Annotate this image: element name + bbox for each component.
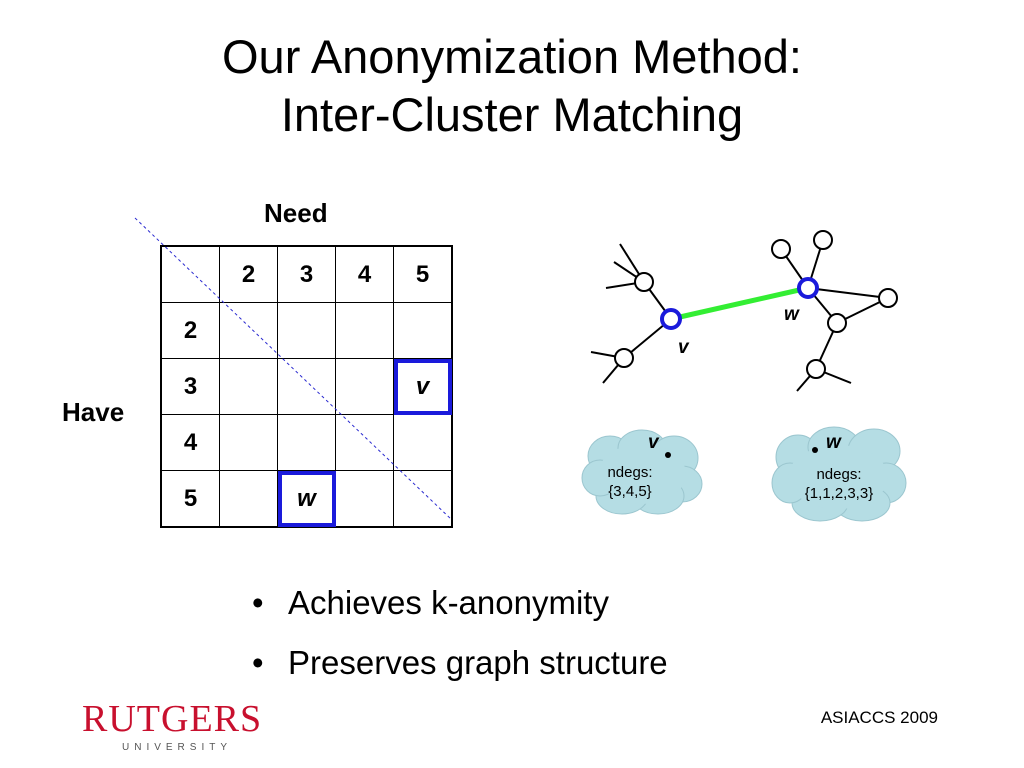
degree-matrix: 2 3 4 5 2 3 v 4 5 w	[160, 245, 453, 528]
matrix-cell	[335, 358, 394, 415]
matrix-cell	[393, 414, 453, 471]
col-header: 4	[335, 245, 394, 303]
matrix-cell	[219, 302, 278, 359]
slide-title-line1: Our Anonymization Method:	[222, 30, 802, 83]
matrix-cell	[393, 302, 453, 359]
matrix-cell	[335, 302, 394, 359]
graph-node	[634, 272, 654, 292]
matrix-row: 5 w	[160, 470, 453, 528]
cloud-w	[771, 426, 907, 522]
logo-main-text: RUTGERS	[82, 698, 263, 740]
row-header: 3	[160, 358, 220, 415]
matrix-header-row: 2 3 4 5	[160, 245, 453, 303]
matrix-cell-marked-v: v	[393, 358, 453, 415]
cloud-w-dot	[812, 447, 818, 453]
row-header: 2	[160, 302, 220, 359]
cloud-w-line1: ndegs:	[816, 466, 862, 483]
cloud-v-dot	[665, 452, 671, 458]
cloud-v	[581, 429, 703, 515]
matrix-cell	[277, 414, 336, 471]
col-header: 5	[393, 245, 453, 303]
have-axis-label: Have	[62, 397, 125, 427]
marked-cell-v: v	[393, 358, 452, 415]
matrix-cell	[219, 414, 278, 471]
matrix-cell	[277, 358, 336, 415]
matrix-row: 3 v	[160, 358, 453, 415]
matched-edge	[670, 285, 809, 322]
graph-node-v	[660, 308, 682, 330]
slide-title-line2: Inter-Cluster Matching	[280, 88, 744, 141]
bullet-item: Achieves k-anonymity	[252, 573, 668, 633]
node-w-label: w	[784, 304, 800, 325]
matrix-cell	[219, 470, 278, 528]
row-header: 5	[160, 470, 220, 528]
cloud-v-text: ndegs: {3,4,5}	[590, 463, 670, 501]
cloud-v-var: v	[648, 432, 659, 453]
matrix-cell	[335, 470, 394, 528]
need-axis-label: Need	[264, 198, 328, 228]
matrix-row: 2	[160, 302, 453, 359]
cloud-v-line1: ndegs:	[607, 464, 653, 481]
matrix-cell-marked-w: w	[277, 470, 336, 528]
matrix-cell	[277, 302, 336, 359]
graph-node	[878, 288, 898, 308]
venue-label: ASIACCS 2009	[820, 708, 938, 727]
cloud-v-line2: {3,4,5}	[608, 483, 652, 500]
marked-cell-w: w	[277, 470, 336, 527]
node-v-label: v	[678, 337, 690, 358]
col-header: 3	[277, 245, 336, 303]
logo-sub-text: UNIVERSITY	[122, 742, 233, 753]
cloud-w-var: w	[826, 432, 841, 453]
graph-diagram: v w	[590, 230, 898, 392]
matrix-cell	[219, 358, 278, 415]
graph-node	[827, 313, 847, 333]
graph-node-w	[797, 277, 819, 299]
matrix-cell	[335, 414, 394, 471]
bullet-item: Preserves graph structure	[252, 633, 668, 693]
cloud-w-text: ndegs: {1,1,2,3,3}	[784, 465, 894, 503]
col-header: 2	[219, 245, 278, 303]
graph-node	[771, 239, 791, 259]
matrix-row: 4	[160, 414, 453, 471]
row-header: 4	[160, 414, 220, 471]
cloud-w-line2: {1,1,2,3,3}	[804, 485, 874, 502]
graph-node	[813, 230, 833, 250]
matrix-corner-cell	[160, 245, 220, 303]
rutgers-logo: RUTGERS UNIVERSITY	[82, 700, 262, 753]
graph-node	[614, 348, 634, 368]
graph-node	[806, 359, 826, 379]
bullet-list: Achieves k-anonymity Preserves graph str…	[252, 573, 668, 693]
slide-title: Our Anonymization Method: Inter-Cluster …	[0, 28, 1024, 144]
matrix-cell	[393, 470, 453, 528]
